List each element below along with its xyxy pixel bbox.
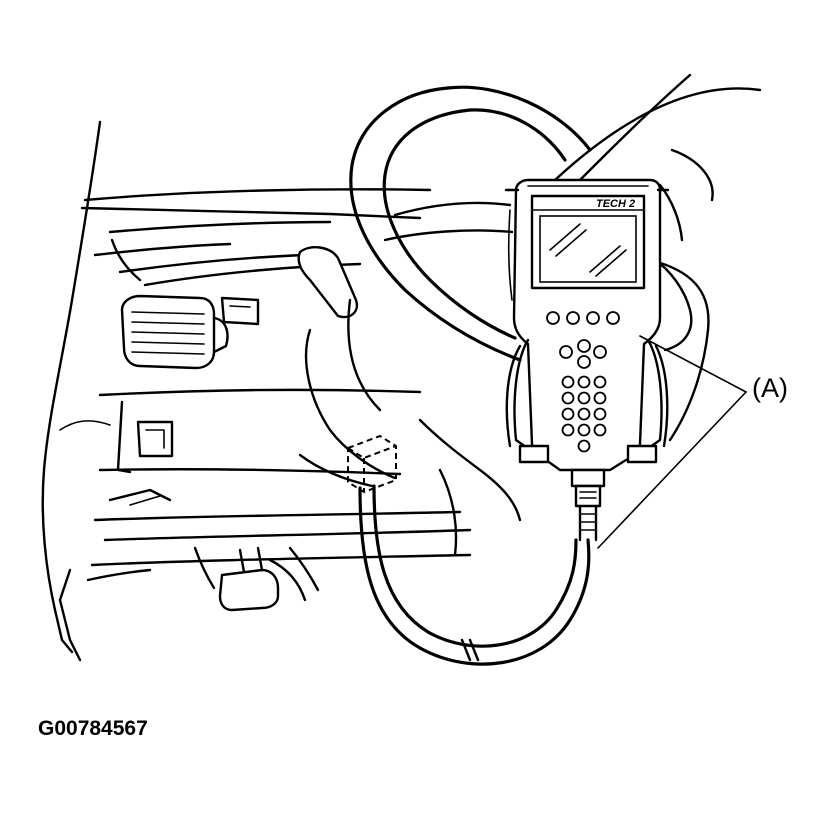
steering-column <box>297 246 397 488</box>
dash-switch <box>220 296 260 326</box>
callout-leader <box>597 335 747 549</box>
lower-switch <box>136 420 174 458</box>
callout-label: (A) <box>752 373 788 403</box>
air-vent <box>120 294 229 370</box>
scan-tool <box>504 178 670 542</box>
cable <box>358 484 591 666</box>
right-dash <box>418 148 714 557</box>
windshield-edge <box>83 73 762 202</box>
a-pillar <box>41 120 111 654</box>
kick-panel <box>58 568 152 662</box>
dashboard <box>80 206 472 567</box>
device-label: TECH 2 <box>596 198 635 210</box>
steering-wheel <box>349 85 693 362</box>
pedals <box>193 546 320 612</box>
dlc-connector <box>347 434 397 494</box>
figure-id: G00784567 <box>38 717 148 740</box>
